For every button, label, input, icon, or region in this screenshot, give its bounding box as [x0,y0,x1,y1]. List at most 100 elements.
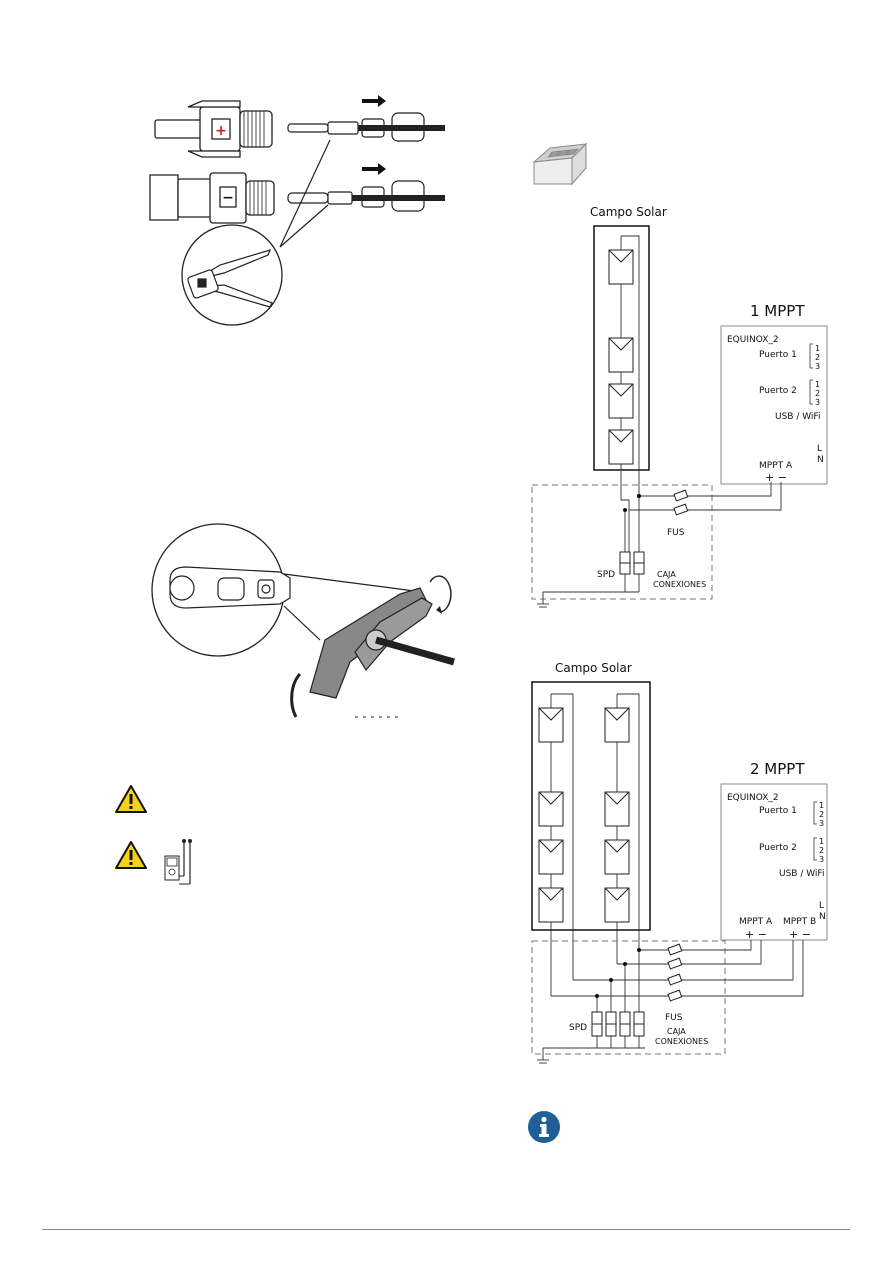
crimp-connector-illustration: + − [149,95,445,326]
n-label: N [817,455,824,465]
rotate-arrow-icon [290,672,302,718]
pin-label: 3 [815,362,820,371]
field-label: Campo Solar [590,205,667,219]
box-label-2: CONEXIONES [653,580,706,589]
mppt-a-label: MPPT A [759,461,793,471]
usb-wifi-label: USB / WiFi [779,869,824,879]
inverter-model: EQUINOX_2 [727,793,779,803]
pin-label: 1 [815,380,820,389]
pin-label: 2 [815,389,820,398]
box-label-2: CONEXIONES [655,1037,708,1046]
minus-mark: − [222,190,234,206]
box-label-1: CAJA [657,570,676,579]
wiring-diagram-2mppt: Campo Solar 2 MPPT EQUINOX_2 Puerto 1 1 … [531,661,828,1064]
pointer-line [279,139,331,248]
inverter-model: EQUINOX_2 [727,335,779,345]
male-contact-pin [287,112,445,142]
polarity-label-b: + − [789,928,811,941]
pin-label: 1 [819,837,824,846]
pv-panel [604,791,630,827]
spd-device [591,1011,603,1037]
unlock-tool-illustration [151,523,455,718]
inverter-box [720,325,828,485]
fuse [667,989,683,1002]
box-label-1: CAJA [667,1027,686,1036]
warning-icon [115,841,147,869]
l-label: L [817,444,822,454]
arrow-left-icon [362,163,386,175]
inverter-box [720,783,828,941]
pv-panel [538,887,564,923]
crimp-tool-icon [187,249,273,308]
fus-label: FUS [665,1013,683,1023]
wiring-diagram-1mppt: Campo Solar 1 MPPT EQUINOX_2 Puerto 1 1 … [531,205,828,608]
pv-panel [604,707,630,743]
fuse [667,957,683,970]
arrow-head-icon [436,606,442,614]
port2-label: Puerto 2 [759,843,797,853]
pv-panel [604,839,630,875]
mppt-a-label: MPPT A [739,917,773,927]
solar-field-box [531,681,651,931]
port1-label: Puerto 1 [759,806,797,816]
pv-panel [608,383,634,419]
junction-box [531,484,713,600]
spd-device [605,1011,617,1037]
port2-label: Puerto 2 [759,386,797,396]
female-contact-pin [287,180,445,212]
pin-label: 3 [819,819,824,828]
pointer-line [283,573,423,593]
house-solar-roof-icon [532,142,588,186]
pv-panel [538,707,564,743]
fuse [667,943,683,956]
spd-device [619,1011,631,1037]
pin-label: 1 [819,801,824,810]
rotate-arrow-icon [429,575,452,613]
pointer-line [279,204,329,248]
arrow-left-icon [362,95,386,107]
warning-icon [115,785,147,813]
pin-label: 2 [815,353,820,362]
fus-label: FUS [667,528,685,538]
spd-label: SPD [597,570,615,580]
pv-panel [608,429,634,465]
spd-device [619,551,631,575]
fuse [667,973,683,986]
info-icon [528,1111,560,1143]
pointer-line [283,605,321,641]
n-label: N [819,912,826,922]
spd-device [633,1011,645,1037]
diagram-title: 2 MPPT [750,760,805,778]
polarity-label-a: + − [745,928,767,941]
wrench-detail [169,566,291,609]
field-label: Campo Solar [555,661,632,675]
spd-device [633,551,645,575]
fuse [673,503,689,516]
pv-panel [608,249,634,285]
usb-wifi-label: USB / WiFi [775,412,820,422]
pin-label: 3 [815,398,820,407]
pv-panel [608,337,634,373]
pv-panel [604,887,630,923]
fuse [673,489,689,502]
port1-label: Puerto 1 [759,350,797,360]
l-label: L [819,901,824,911]
plus-mark: + [215,123,227,139]
pin-label: 1 [815,344,820,353]
footer-divider [42,1229,850,1230]
pin-label: 2 [819,810,824,819]
mppt-b-label: MPPT B [783,917,816,927]
spd-label: SPD [569,1023,587,1033]
pin-label: 3 [819,855,824,864]
pv-panel [538,839,564,875]
junction-box [531,940,726,1055]
diagram-title: 1 MPPT [750,302,805,320]
solar-field-box [593,225,650,471]
multimeter-icon [164,839,192,885]
pin-label: 2 [819,846,824,855]
female-connector [149,172,275,224]
pv-panel [538,791,564,827]
polarity-label: + − [765,471,787,484]
male-connector [154,100,273,158]
unlock-wrench-pair [309,587,455,699]
